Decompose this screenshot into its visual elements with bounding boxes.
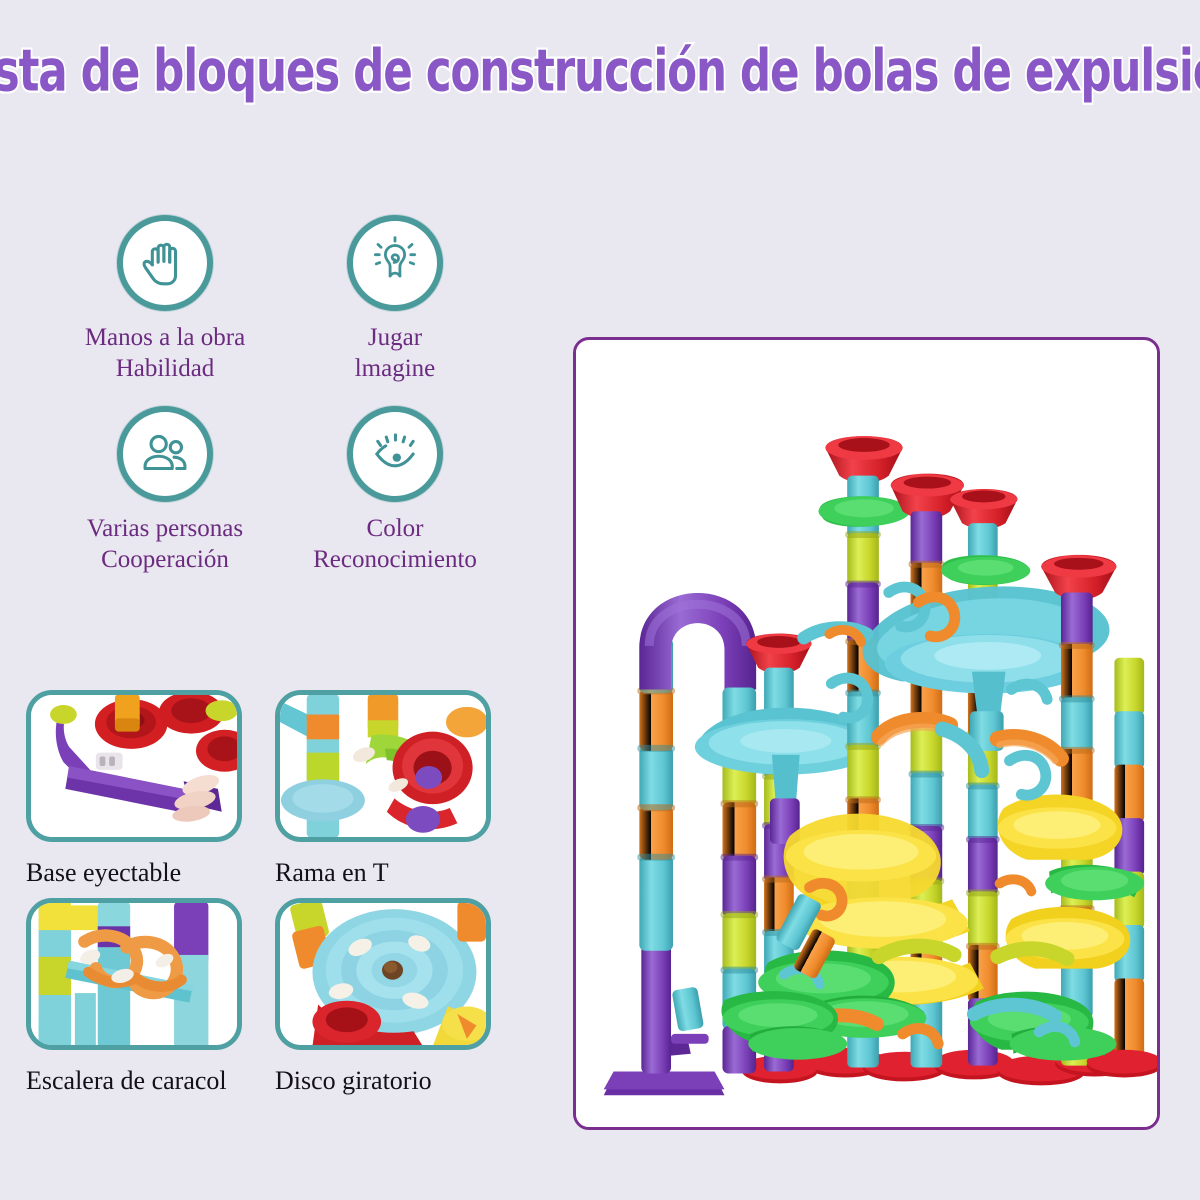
ejector-base-photo [26,690,242,842]
feature-label-line1: Color [366,515,424,542]
feature-label-line2: lmagine [354,354,436,382]
t-branch-photo [275,690,491,842]
marble-run-assembled-photo [576,341,1157,1126]
thumbnail-spiral-staircase: Escalera de caracol [26,898,269,1096]
feature-item-cooperation: Varias personas Cooperación [40,406,290,575]
lightbulb-idea-icon [347,215,443,311]
feature-label-imagine: Jugar lmagine [355,323,436,384]
feature-label-cooperation: Varias personas Cooperación [87,514,243,575]
feature-label-line1: Varias personas [86,515,244,542]
rotating-disc-photo [275,898,491,1050]
feature-label-line2: Cooperación [101,545,229,573]
thumbnail-caption: Escalera de caracol [26,1066,227,1095]
feature-label-color: Color Reconocimiento [313,514,477,575]
feature-label-line1: Manos a la obra [84,324,246,351]
feature-list: Manos a la obra Habilidad Jugar lmagine [40,215,510,575]
thumbnail-list: Base eyectable [26,690,516,1096]
thumbnail-caption: Base eyectable [26,858,182,887]
feature-item-skill: Manos a la obra Habilidad [40,215,290,384]
eye-icon [347,406,443,502]
thumbnail-caption: Disco giratorio [275,1066,432,1095]
feature-label-line2: Habilidad [115,354,215,382]
feature-item-imagine: Jugar lmagine [290,215,500,384]
hand-icon [117,215,213,311]
feature-item-color: Color Reconocimiento [290,406,500,575]
feature-label-line2: Reconocimiento [313,545,477,573]
people-group-icon [117,406,213,502]
thumbnail-rotating-disc: Disco giratorio [275,898,518,1096]
thumbnail-caption: Rama en T [275,858,389,887]
thumbnail-t-branch: Rama en T [275,690,518,888]
main-product-panel [573,337,1160,1130]
feature-label-line1: Jugar [367,324,423,351]
page-title: Pista de bloques de construcción de bola… [0,34,1200,106]
feature-label-skill: Manos a la obra Habilidad [85,323,245,384]
page-title-bar: Pista de bloques de construcción de bola… [0,0,1200,140]
spiral-staircase-photo [26,898,242,1050]
thumbnail-ejector-base: Base eyectable [26,690,269,888]
